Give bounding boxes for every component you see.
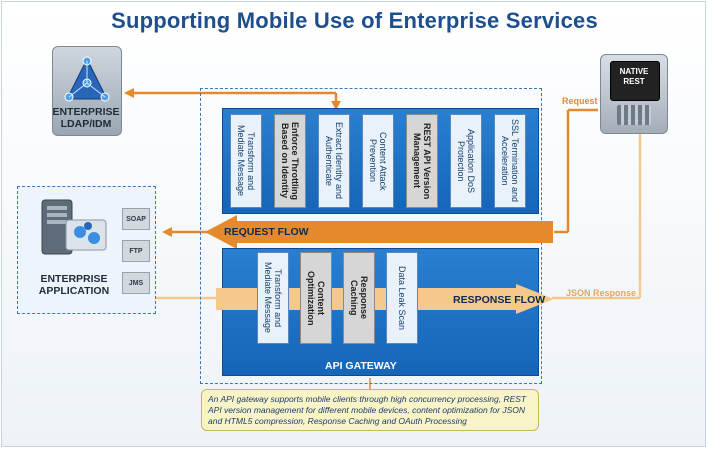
module-box: Content Optimization: [300, 252, 332, 344]
native-rest-line1: NATIVE: [619, 67, 649, 76]
response-flow-label: RESPONSE FLOW: [453, 294, 546, 306]
protocol-ftp: FTP: [122, 240, 150, 262]
module-box: Application DoS Protection: [450, 114, 482, 208]
ldap-label-line2: LDAP/IDM: [60, 118, 112, 130]
ldap-arrowhead-down: [331, 101, 341, 110]
protocol-jms: JMS: [122, 272, 150, 294]
module-box: REST API Version Management: [406, 114, 438, 208]
module-box: Enforce Throttling Based on Identity: [274, 114, 306, 208]
module-label: Content Attack Prevention: [368, 131, 388, 191]
enterprise-app-line2: APPLICATION: [38, 285, 110, 297]
ldap-label-line1: ENTERPRISE: [52, 106, 120, 118]
request-to-app-arrowhead: [162, 227, 172, 237]
enterprise-server-icon: [36, 198, 114, 258]
gateway-description-note: An API gateway supports mobile clients t…: [201, 389, 539, 431]
native-rest-device-icon: NATIVE REST: [600, 54, 668, 134]
ldap-server-icon: [52, 46, 122, 136]
request-flow-label: REQUEST FLOW: [224, 226, 309, 238]
diagram-title: Supporting Mobile Use of Enterprise Serv…: [111, 8, 598, 33]
api-gateway-label: API GATEWAY: [325, 360, 397, 372]
request-label: Request: [562, 96, 598, 106]
native-rest-label: NATIVE REST: [610, 67, 658, 87]
ldap-arrowhead-left: [124, 88, 134, 98]
module-label: Enforce Throttling Based on Identity: [280, 122, 300, 200]
request-flow-arrow: [205, 215, 553, 249]
module-label: Response Caching: [349, 276, 369, 320]
module-label: Application DoS Protection: [456, 128, 476, 194]
module-box: Extract Identity and Authenticate: [318, 114, 350, 208]
enterprise-application-label: ENTERPRISE APPLICATION: [26, 273, 122, 297]
protocol-soap: SOAP: [122, 208, 150, 230]
module-label: Extract Identity and Authenticate: [324, 122, 344, 200]
module-label: SSL Termination and Acceleration: [500, 119, 520, 203]
module-box: Content Attack Prevention: [362, 114, 394, 208]
module-label: REST API Version Management: [412, 122, 432, 200]
module-box: SSL Termination and Acceleration: [494, 114, 526, 208]
ldap-label: ENTERPRISE LDAP/IDM: [40, 106, 132, 130]
module-box: Transform and Mediate Message: [257, 252, 289, 344]
json-response-label: JSON Response: [566, 288, 637, 298]
module-box: Response Caching: [343, 252, 375, 344]
module-box: Data Leak Scan: [386, 252, 418, 344]
module-label: Transform and Mediate Message: [236, 125, 256, 197]
module-label: Transform and Mediate Message: [263, 262, 283, 334]
module-label: Content Optimization: [306, 270, 326, 326]
enterprise-app-line1: ENTERPRISE: [40, 273, 108, 285]
native-rest-line2: REST: [623, 77, 645, 86]
module-box: Transform and Mediate Message: [230, 114, 262, 208]
module-label: Data Leak Scan: [397, 265, 407, 331]
